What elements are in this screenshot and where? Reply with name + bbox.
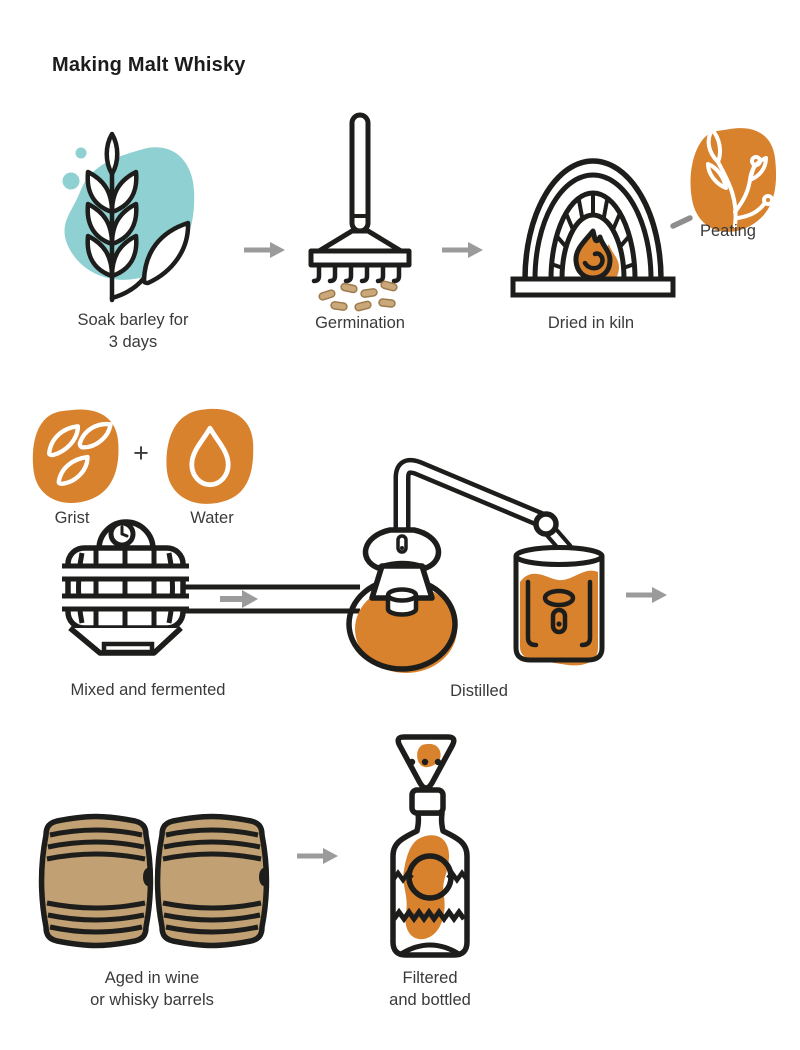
barley-sprig-icon [62, 131, 195, 303]
plus-sign: + [133, 438, 149, 468]
label-kiln: Dried in kiln [547, 314, 635, 332]
label-grist: Grist [54, 509, 90, 527]
flow-arrow-icon [244, 242, 285, 258]
transfer-pipe [183, 584, 360, 614]
page-title: Making Malt Whisky [52, 54, 246, 76]
flow-arrow-icon [297, 848, 338, 864]
brick-ticks [549, 191, 637, 270]
label-germination: Germination [315, 314, 405, 332]
barley-grains [318, 280, 398, 312]
barrel [38, 813, 154, 949]
flow-arrow-icon [626, 587, 667, 603]
branch-glyph [706, 128, 774, 228]
label-peating: Peating [700, 222, 756, 240]
label-distill: Distilled [450, 682, 508, 700]
label-ferment: Mixed and fermented [70, 681, 226, 699]
wheat-stalk [85, 131, 191, 303]
distillation-apparatus [62, 457, 605, 673]
label-age: Aged in wine or whisky barrels [90, 969, 214, 1009]
peat-branch-icon [690, 128, 777, 232]
kiln-fire-icon [510, 158, 676, 298]
malt-rake-icon [308, 112, 412, 312]
connector-dash [670, 215, 693, 229]
droplet-glyph [189, 425, 231, 488]
grain-badge-icon [32, 409, 119, 504]
teal-dot [75, 147, 87, 159]
label-bottle: Filtered and bottled [389, 969, 471, 1009]
whisky-bottle-icon [390, 787, 470, 958]
grain-glyph [47, 421, 113, 486]
barrel [154, 813, 270, 949]
flow-arrow-icon [242, 590, 258, 608]
water-drop-badge-icon [166, 408, 254, 504]
flame [573, 228, 619, 285]
spirit-receiver-icon [513, 545, 605, 666]
label-water: Water [190, 509, 234, 527]
label-soak: Soak barley for 3 days [77, 311, 189, 351]
flow-arrow-icon [442, 242, 483, 258]
oak-barrels-icon [38, 813, 270, 949]
teal-dot [62, 172, 80, 190]
mash-tun-icon [62, 519, 189, 656]
